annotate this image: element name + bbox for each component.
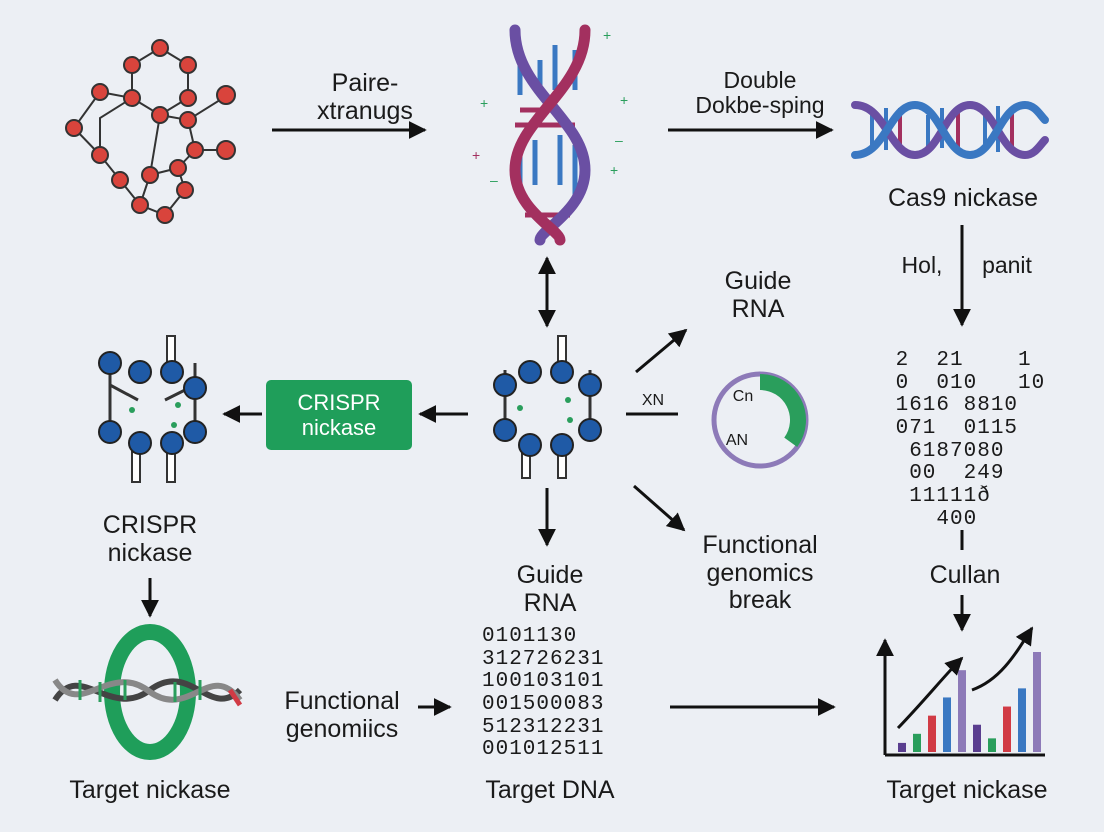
svg-text:+: + (603, 27, 611, 43)
guide-rna-right-label: Guide RNA (724, 267, 792, 323)
blue-molecule-icon (98, 335, 207, 483)
hexagon-molecule-icon (65, 39, 236, 224)
bar (1003, 706, 1011, 752)
hol-label: Hol, (901, 252, 943, 278)
target-dna-label: Target DNA (485, 776, 615, 804)
bar (958, 670, 966, 752)
crispr-nickase-box: CRISPR nickase (266, 380, 412, 450)
panit-label: panit (982, 252, 1032, 278)
target-nickase-left-label: Target nickase (69, 776, 231, 804)
arrow-molecule-to-guide (635, 328, 688, 374)
bar (898, 742, 906, 752)
ring-an-label: AN (725, 432, 749, 449)
xn-label: XN (641, 392, 665, 409)
cas9-nickase-label: Cas9 nickase (887, 184, 1039, 212)
bar (913, 733, 921, 752)
svg-text:–: – (490, 172, 498, 188)
blue-molecule-icon (493, 335, 602, 479)
bar (988, 738, 996, 752)
center-sequence-block: 0101130 312726231 100103101 001500083 51… (482, 625, 605, 762)
dna-ring-icon (52, 624, 243, 760)
bar (1033, 652, 1041, 752)
bar-chart-icon (876, 626, 1045, 757)
bar (973, 724, 981, 752)
svg-text:–: – (615, 132, 623, 148)
paired-strands-label: Paire- xtranugs (317, 69, 413, 125)
crispr-nickase-left-label: CRISPR nickase (102, 511, 198, 567)
bar (943, 697, 951, 752)
double-helix-icon: + + + + + – – (472, 24, 628, 246)
guide-rna-center-label: Guide RNA (516, 561, 584, 617)
cullan-label: Cullan (929, 561, 1001, 589)
functional-genomics-break-label: Functional genomics break (702, 531, 818, 614)
ring-cn-label: Cn (732, 388, 754, 405)
double-spring-label: Double Dokbe-sping (695, 67, 825, 119)
ring-gauge-icon (711, 371, 809, 469)
svg-text:+: + (472, 147, 480, 163)
right-sequence-block: 2 21 1 0 010 10 1616 8810 071 0115 61870… (895, 349, 1046, 531)
target-nickase-right-label: Target nickase (886, 776, 1048, 804)
svg-text:+: + (480, 95, 488, 111)
bar (1018, 688, 1026, 752)
arrow-molecule-to-break (633, 484, 686, 532)
flow-arrows (141, 121, 971, 716)
bar (928, 715, 936, 752)
svg-text:+: + (620, 92, 628, 108)
svg-text:+: + (610, 162, 618, 178)
functional-genomics-left-label: Functional genomiics (284, 687, 400, 743)
horizontal-helix-icon (851, 100, 1049, 160)
